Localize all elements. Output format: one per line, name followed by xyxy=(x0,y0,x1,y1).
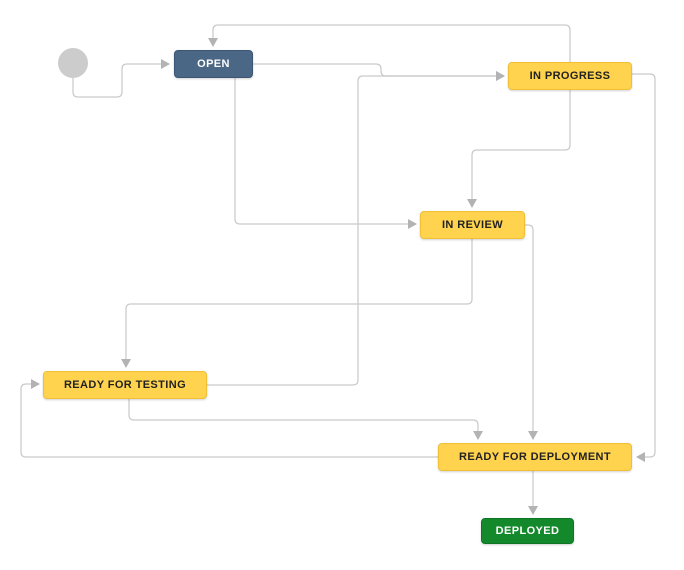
transition-open-to-in-review[interactable] xyxy=(234,78,417,229)
status-label-ready-for-testing: READY FOR TESTING xyxy=(63,379,187,391)
status-label-in-review: IN REVIEW xyxy=(441,219,504,231)
status-node-in-review[interactable]: IN REVIEW xyxy=(420,211,525,239)
status-label-open: OPEN xyxy=(197,58,230,70)
status-node-open[interactable]: OPEN xyxy=(174,50,253,78)
transition-ready-for-testing-to-ready-for-deployment[interactable] xyxy=(128,399,483,440)
status-node-in-progress[interactable]: IN PROGRESS xyxy=(508,62,632,90)
transition-in-review-to-ready-for-testing[interactable] xyxy=(121,239,473,368)
status-node-ready-for-deployment[interactable]: READY FOR DEPLOYMENT xyxy=(438,443,632,471)
status-label-deployed: DEPLOYED xyxy=(495,525,560,537)
transition-ready-for-testing-to-in-progress[interactable] xyxy=(207,71,505,386)
transition-in-progress-to-open[interactable] xyxy=(208,24,571,62)
status-label-ready-for-deployment: READY FOR DEPLOYMENT xyxy=(458,451,612,463)
transition-in-progress-to-in-review[interactable] xyxy=(467,90,571,208)
transition-in-review-to-ready-for-deployment[interactable] xyxy=(525,224,538,440)
status-node-ready-for-testing[interactable]: READY FOR TESTING xyxy=(43,371,207,399)
transition-in-progress-to-ready-for-deployment[interactable] xyxy=(632,73,656,462)
transition-ready-for-deployment-to-ready-for-testing[interactable] xyxy=(20,379,438,458)
status-label-in-progress: IN PROGRESS xyxy=(529,70,611,82)
transition-open-to-in-progress[interactable] xyxy=(253,63,505,81)
status-node-deployed[interactable]: DEPLOYED xyxy=(481,518,574,544)
start-node[interactable] xyxy=(58,48,88,78)
transition-start-to-open[interactable] xyxy=(72,59,170,98)
